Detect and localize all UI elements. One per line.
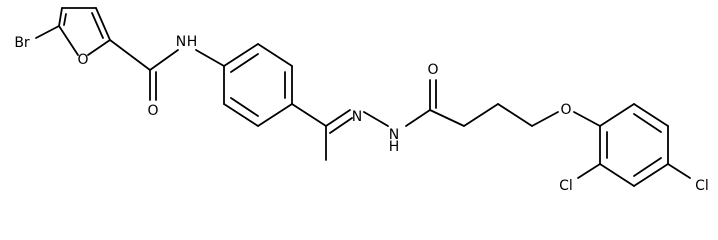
para-chlorine-label: Cl (695, 178, 709, 194)
amide-nitrogen-label: N (176, 34, 186, 50)
hydrazone-linker (291, 79, 601, 161)
furan-ring (35, 7, 111, 56)
furan-oxygen-label: O (77, 52, 88, 68)
molecule-canvas: Br O O N H N N H O O Cl Cl (14, 7, 709, 194)
phenyl-ring (223, 43, 293, 127)
imine-nitrogen-label: N (352, 109, 362, 125)
ortho-chlorine-label: Cl (559, 178, 573, 194)
hydrazide-hydrogen-label: H (389, 139, 400, 155)
dichlorophenyl-ring (577, 103, 691, 187)
atom-labels: Br O O N H N N H O O Cl Cl (14, 34, 709, 194)
amide-group (109, 39, 225, 101)
hydrazide-oxygen-label: O (427, 62, 438, 78)
amide-hydrogen-label: H (187, 34, 198, 50)
structure-diagram: Br O O N H N N H O O Cl Cl (14, 7, 709, 194)
amide-oxygen-label: O (147, 103, 158, 119)
bromine-label: Br (14, 35, 30, 51)
hydrazide-nitrogen-label: N (389, 127, 399, 143)
ether-oxygen-label: O (560, 102, 571, 118)
